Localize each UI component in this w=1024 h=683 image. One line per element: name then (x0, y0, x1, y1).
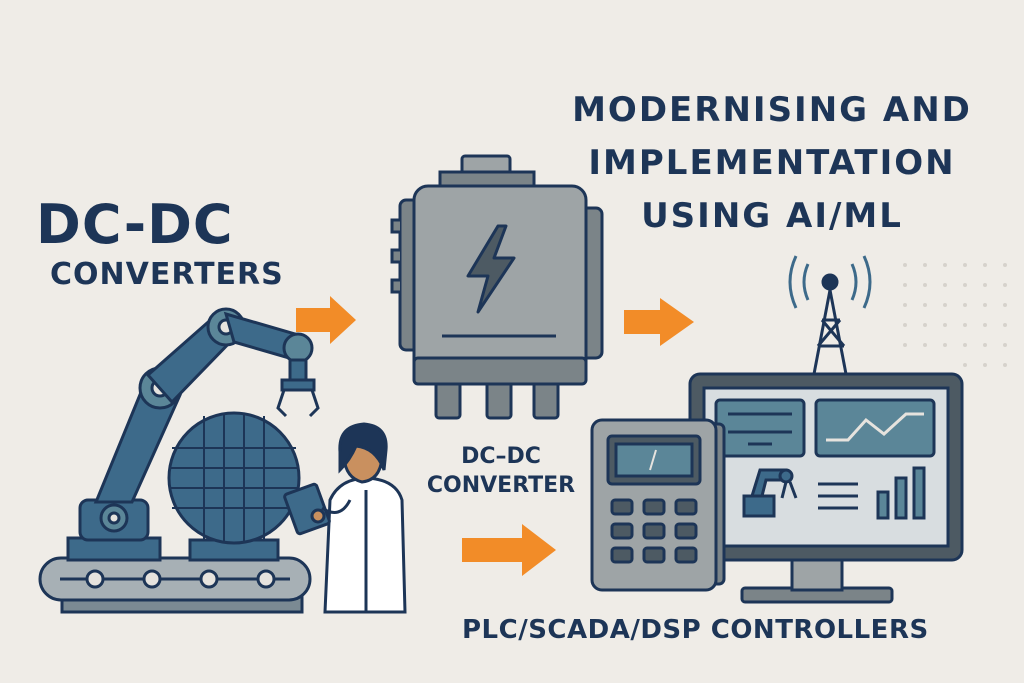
converter-label: DC–DC CONVERTER (416, 442, 586, 500)
heading-line-1: MODERNISING AND (572, 90, 972, 130)
monitor-icon (688, 372, 964, 604)
arrow-right-icon (624, 298, 694, 346)
heading-line-2: IMPLEMENTATION (588, 143, 956, 183)
arrow-right-icon (462, 524, 556, 576)
main-heading: MODERNISING AND IMPLEMENTATION USING AI/… (528, 84, 1016, 243)
lightning-icon (466, 224, 516, 314)
scientist-icon (283, 422, 407, 614)
heading-line-3: USING AI/ML (641, 196, 903, 236)
converter-label-line-2: CONVERTER (426, 473, 576, 498)
controllers-label: PLC/SCADA/DSP CONTROLLERS (462, 615, 929, 645)
converter-label-line-1: DC–DC (461, 444, 541, 469)
dot-pattern (903, 263, 1007, 367)
radio-tower-icon (788, 255, 872, 375)
arrow-right-icon (296, 296, 356, 344)
plc-controller-icon (590, 418, 726, 592)
left-title-big: DC-DC (36, 193, 234, 256)
left-title-sub: CONVERTERS (50, 257, 284, 292)
robot-arm-icon (66, 307, 320, 562)
converter-box-icon (390, 154, 604, 420)
conveyor-belt-icon (38, 556, 312, 614)
wafer-globe-icon (167, 411, 301, 562)
